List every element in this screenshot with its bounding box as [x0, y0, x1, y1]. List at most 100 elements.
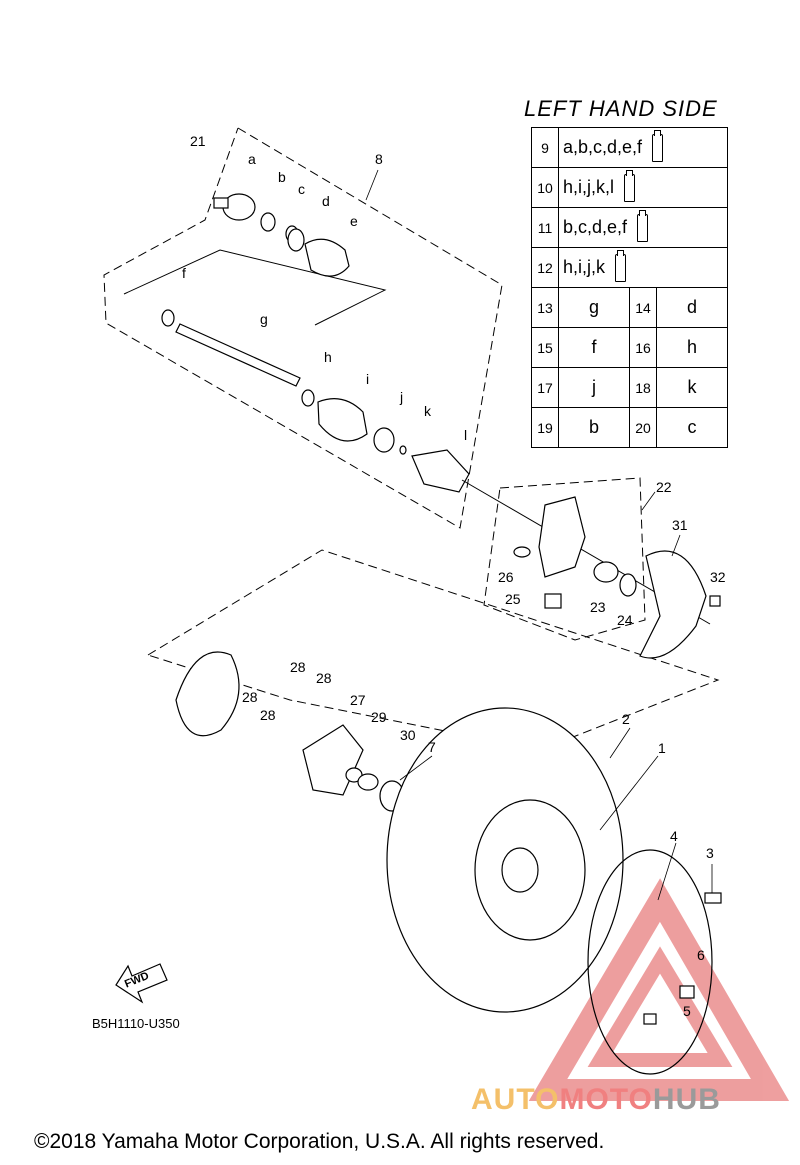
callout-g: g	[260, 311, 268, 327]
spec-value: h,i,j,k	[563, 256, 606, 277]
spec-num: 13	[531, 287, 559, 328]
callout-21: 21	[190, 133, 206, 149]
brake-disc-31	[639, 550, 707, 659]
spec-value: d	[656, 287, 728, 328]
spec-num: 10	[531, 167, 559, 208]
callout-1: 1	[658, 740, 666, 756]
spec-row-9: 9 a,b,c,d,e,f	[531, 127, 728, 168]
callout-26: 26	[498, 569, 514, 585]
brake-disc-left	[175, 651, 240, 737]
callout-27: 27	[350, 692, 366, 708]
band-h	[301, 389, 315, 407]
spec-row-19-20: 19 b 20 c	[531, 407, 728, 448]
spec-num: 15	[531, 327, 559, 368]
spec-value: h	[656, 327, 728, 368]
spec-value: b	[558, 407, 630, 448]
valve-3	[704, 892, 722, 904]
callout-i: i	[366, 371, 369, 387]
drive-shaft-parts	[161, 193, 711, 625]
callout-b: b	[278, 169, 286, 185]
spec-table: 9 a,b,c,d,e,f 10 h,i,j,k,l 11 b,c,d,e,f …	[531, 127, 728, 448]
callout-6: 6	[697, 947, 705, 963]
spec-value: f	[558, 327, 630, 368]
callout-l: l	[464, 427, 467, 443]
bolt-32	[709, 595, 721, 607]
inner-cv-joint-l	[411, 449, 470, 493]
callout-a: a	[248, 151, 256, 167]
callout-28-b: 28	[316, 670, 332, 686]
spec-value: b,c,d,e,f	[563, 216, 628, 237]
boot-i	[317, 398, 368, 442]
callout-3: 3	[706, 845, 714, 861]
hub-27	[302, 724, 364, 796]
spec-value: a,b,c,d,e,f	[563, 136, 643, 157]
spec-value: j	[558, 367, 630, 408]
spec-num: 19	[531, 407, 559, 448]
spec-row-12: 12 h,i,j,k	[531, 247, 728, 288]
spec-num: 12	[531, 247, 559, 288]
callout-7: 7	[428, 739, 436, 755]
callout-24: 24	[617, 612, 633, 628]
spec-num: 20	[629, 407, 657, 448]
clip-f	[161, 309, 175, 327]
callout-28-a: 28	[290, 659, 306, 675]
callout-d: d	[322, 193, 330, 209]
spec-num: 9	[531, 127, 559, 168]
band-j	[373, 427, 395, 453]
ball-joint-25	[544, 593, 562, 609]
spec-num: 11	[531, 207, 559, 248]
callout-f: f	[182, 265, 186, 281]
clip-b	[260, 212, 276, 232]
page-title: LEFT HAND SIDE	[524, 96, 718, 121]
bolt-5	[643, 1013, 657, 1025]
knuckle	[538, 496, 586, 578]
callout-28-d: 28	[260, 707, 276, 723]
callout-32: 32	[710, 569, 726, 585]
shaft-g	[175, 323, 301, 387]
callout-labels: 1 2 3 4 5 6 7 8 21 22 23 24 25 26 27 28 …	[182, 133, 726, 1019]
watermark-text: AUTOMOTOHUB	[471, 1083, 721, 1117]
shaft-assembly-boundary	[103, 127, 720, 751]
diagram-code: B5H1110-U350	[92, 1016, 180, 1031]
watermark-logo	[528, 878, 790, 1101]
callout-31: 31	[672, 517, 688, 533]
grease-tube-icon	[637, 209, 649, 242]
callout-h: h	[324, 349, 332, 365]
spec-row-15-16: 15 f 16 h	[531, 327, 728, 368]
leader-lines	[365, 169, 713, 901]
spec-value: g	[558, 287, 630, 328]
watermark-part-moto: MOTO	[559, 1083, 653, 1116]
spec-row-10: 10 h,i,j,k,l	[531, 167, 728, 208]
circlip-24	[619, 573, 637, 597]
spec-row-17-18: 17 j 18 k	[531, 367, 728, 408]
callout-28-c: 28	[242, 689, 258, 705]
callout-5: 5	[683, 1003, 691, 1019]
callout-23: 23	[590, 599, 606, 615]
watermark-part-hub: HUB	[652, 1083, 721, 1116]
callout-30: 30	[400, 727, 416, 743]
bearing-23	[593, 561, 619, 583]
callout-e: e	[350, 213, 358, 229]
grease-tube-icon	[615, 249, 627, 282]
knuckle-parts	[513, 496, 721, 659]
callout-k: k	[424, 403, 432, 419]
brake-disc-4	[587, 849, 713, 1075]
spec-num: 17	[531, 367, 559, 408]
grease-tube-icon	[624, 169, 636, 202]
callout-c: c	[298, 181, 305, 197]
callout-4: 4	[670, 828, 678, 844]
bolt-6	[679, 985, 695, 999]
callout-29: 29	[371, 709, 387, 725]
spec-row-13-14: 13 g 14 d	[531, 287, 728, 328]
callout-22: 22	[656, 479, 672, 495]
band-k	[399, 445, 407, 455]
spec-num: 18	[629, 367, 657, 408]
watermark-part-auto: AUTO	[471, 1083, 560, 1116]
boot-subassembly-outline	[123, 249, 387, 326]
callout-2: 2	[622, 711, 630, 727]
callout-j: j	[399, 389, 403, 405]
spec-value: h,i,j,k,l	[563, 176, 615, 197]
spec-value: k	[656, 367, 728, 408]
